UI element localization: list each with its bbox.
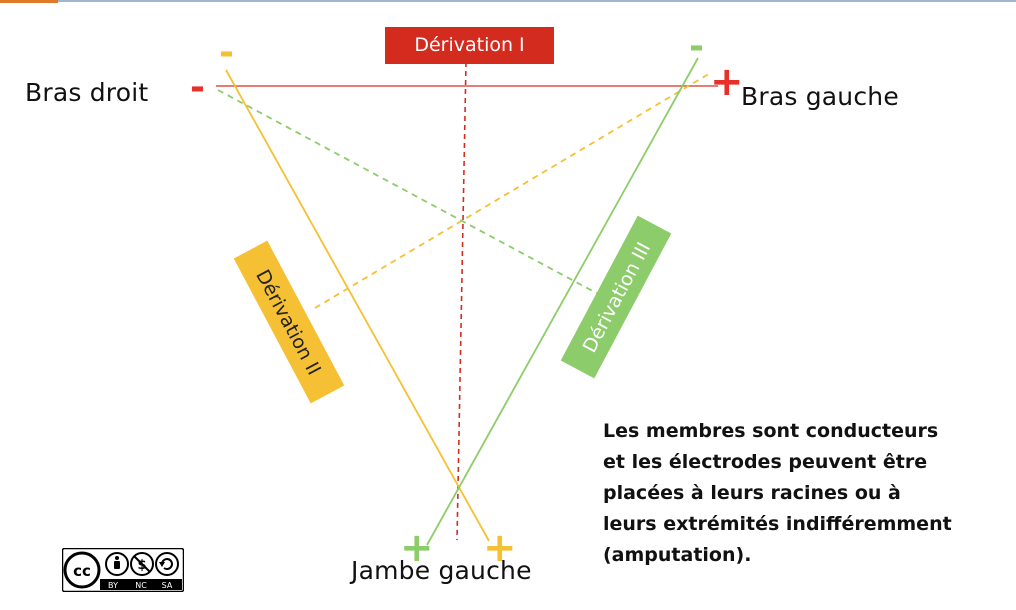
left-leg-label: Jambe gauche xyxy=(351,556,532,585)
lead-1-badge: Dérivation I xyxy=(385,27,554,64)
top-border-accent xyxy=(0,0,58,3)
lead-3-axis xyxy=(217,89,603,297)
note-line: leurs extrémités indifféremment xyxy=(603,513,952,535)
cc-license-badge: cc $ BY NC SA xyxy=(62,548,184,592)
attribution-icon xyxy=(105,552,129,576)
non-commercial-icon: $ xyxy=(130,552,154,576)
left-arm-plus-lead1: + xyxy=(710,59,744,105)
note-line: et les électrodes peuvent être xyxy=(603,451,928,473)
top-border xyxy=(0,0,1016,2)
note-line: (amputation). xyxy=(603,544,752,566)
lead-1-label: Dérivation I xyxy=(414,34,525,56)
left-leg-plus-lead3: + xyxy=(400,525,434,571)
svg-text:$: $ xyxy=(137,558,146,573)
lead-2-badge: Dérivation II xyxy=(233,240,345,404)
left-arm-label: Bras gauche xyxy=(741,82,899,111)
lead-3-badge: Dérivation III xyxy=(560,215,672,379)
creative-commons-icon: cc xyxy=(63,551,101,589)
right-arm-label: Bras droit xyxy=(25,78,149,107)
lead-3-line xyxy=(426,57,699,546)
lead-1-axis xyxy=(456,61,467,541)
license-sa: SA xyxy=(162,581,173,590)
left-leg-plus-lead2: + xyxy=(483,525,517,571)
explanatory-note: Les membres sont conducteurs et les élec… xyxy=(603,416,1003,571)
share-alike-icon xyxy=(155,552,179,576)
right-arm-minus-lead1: - xyxy=(190,67,205,108)
lead-2-line xyxy=(225,69,490,542)
lead-2-axis xyxy=(314,71,713,309)
note-line: placées à leurs racines ou à xyxy=(603,482,901,504)
license-nc: NC xyxy=(135,581,147,590)
right-arm-minus-lead2: - xyxy=(219,32,234,73)
license-by: BY xyxy=(108,581,118,590)
left-arm-minus-lead3: - xyxy=(689,26,704,67)
note-line: Les membres sont conducteurs xyxy=(603,420,939,442)
svg-text:cc: cc xyxy=(73,562,91,580)
